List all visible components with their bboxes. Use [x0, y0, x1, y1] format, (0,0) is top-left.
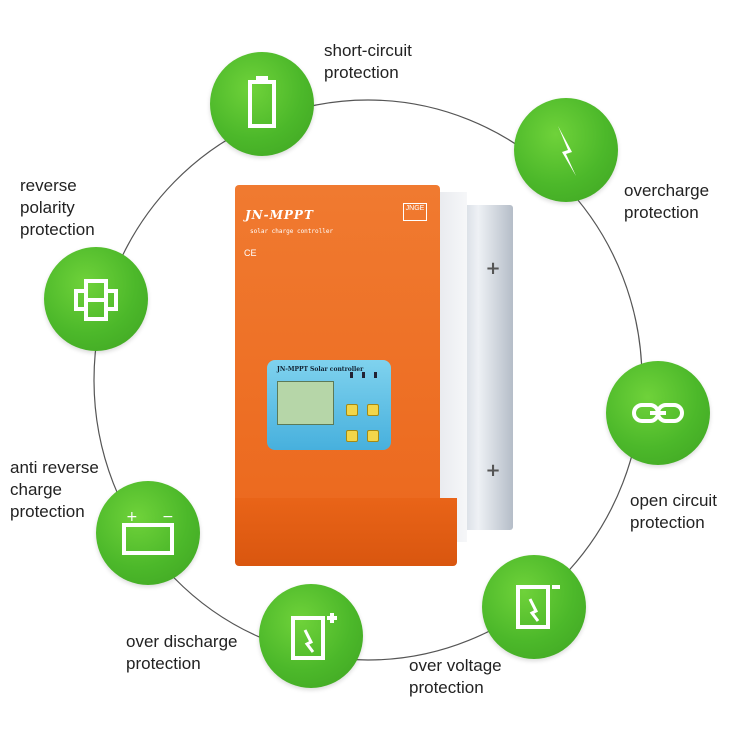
link-icon	[606, 361, 710, 465]
status-led	[362, 372, 365, 378]
svg-text:+: +	[126, 509, 138, 525]
panel-button	[367, 430, 379, 442]
label-short-circuit: short-circuit protection	[324, 41, 412, 82]
label-open-circuit: open circuit protection	[630, 491, 717, 532]
battery-icon	[210, 52, 314, 156]
device-side	[437, 192, 467, 542]
device-subtitle: solar charge controller	[250, 228, 334, 235]
device-brand: JN-MPPT	[245, 208, 314, 222]
label-over-discharge: over discharge protection	[126, 632, 238, 673]
panel-button	[346, 404, 358, 416]
label-anti-reverse-charge: anti reverse charge protection	[10, 458, 99, 521]
battery-terminals-icon: + −	[96, 481, 200, 585]
cross-grid-icon	[44, 247, 148, 351]
device-front-cover	[235, 185, 440, 505]
status-led	[350, 372, 353, 378]
lightning-bolt-icon	[514, 98, 618, 202]
status-led	[374, 372, 377, 378]
control-panel-title: JN-MPPT Solar controller	[277, 366, 364, 373]
battery-plus-icon	[259, 584, 363, 688]
ce-mark: CE	[244, 248, 257, 258]
svg-text:−: −	[162, 509, 174, 525]
panel-button	[367, 404, 379, 416]
label-reverse-polarity: reverse polarity protection	[20, 176, 95, 239]
panel-button	[346, 430, 358, 442]
device-logo: JNGE	[403, 203, 427, 221]
label-over-voltage: over voltage protection	[409, 656, 502, 697]
bracket-screw: +	[485, 258, 501, 279]
bracket-screw: +	[485, 460, 501, 481]
device-base	[235, 498, 457, 566]
battery-bolt-icon	[482, 555, 586, 659]
label-overcharge: overcharge protection	[624, 181, 710, 222]
lcd-screen	[277, 381, 334, 425]
